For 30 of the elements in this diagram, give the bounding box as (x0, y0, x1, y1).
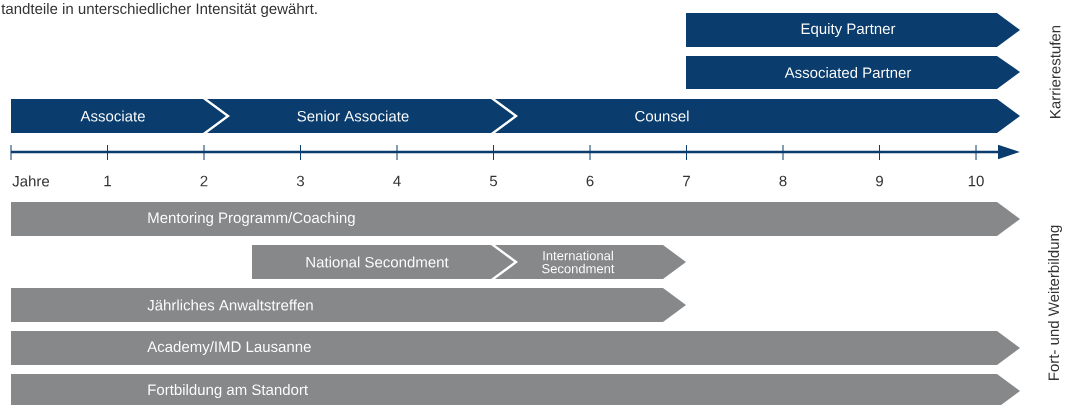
year-number: 2 (200, 175, 208, 187)
year-number: 1 (104, 175, 111, 187)
section-label: Fort- und Weiterbildung (1048, 225, 1062, 380)
node-label: National Secondment (306, 256, 449, 268)
year-number: 5 (489, 175, 498, 187)
chevron-bar: Mentoring Programm/Coaching (11, 202, 1020, 236)
intro-text: tandteile in unterschiedlicher Intensität gewährt. (1, 3, 317, 17)
chevron-bar: Equity Partner (686, 13, 1020, 47)
node-label: International Secondment (542, 250, 615, 274)
year-number: 8 (779, 175, 787, 187)
year-number: 7 (683, 175, 690, 187)
chevron-bar: Academy/IMD Lausanne (11, 331, 1020, 365)
node-label: Senior Associate (297, 110, 409, 122)
year-number: 3 (296, 175, 304, 187)
year-number: 4 (393, 175, 401, 187)
chevron-bar: Jährliches Anwaltstreffen (11, 288, 686, 322)
section-label: Karrierestufen (1049, 25, 1061, 118)
node-label: Associate (80, 110, 145, 122)
chevron-bar: National Secondment (252, 245, 514, 279)
year-number: 9 (876, 175, 883, 187)
chevron-bar: Counsel (495, 99, 1020, 133)
year-number: 10 (968, 175, 984, 187)
chevron-bar: Associate (11, 99, 226, 133)
chevron-bar: Fortbildung am Standort (11, 374, 1020, 405)
chevron-bar: Associated Partner (686, 56, 1020, 89)
year-number: 6 (586, 175, 594, 187)
chevron-bar: International Secondment (495, 245, 686, 279)
axis-label: Jahre (12, 175, 50, 187)
node-label: Counsel (635, 110, 689, 122)
chevron-bar: Senior Associate (207, 99, 514, 133)
